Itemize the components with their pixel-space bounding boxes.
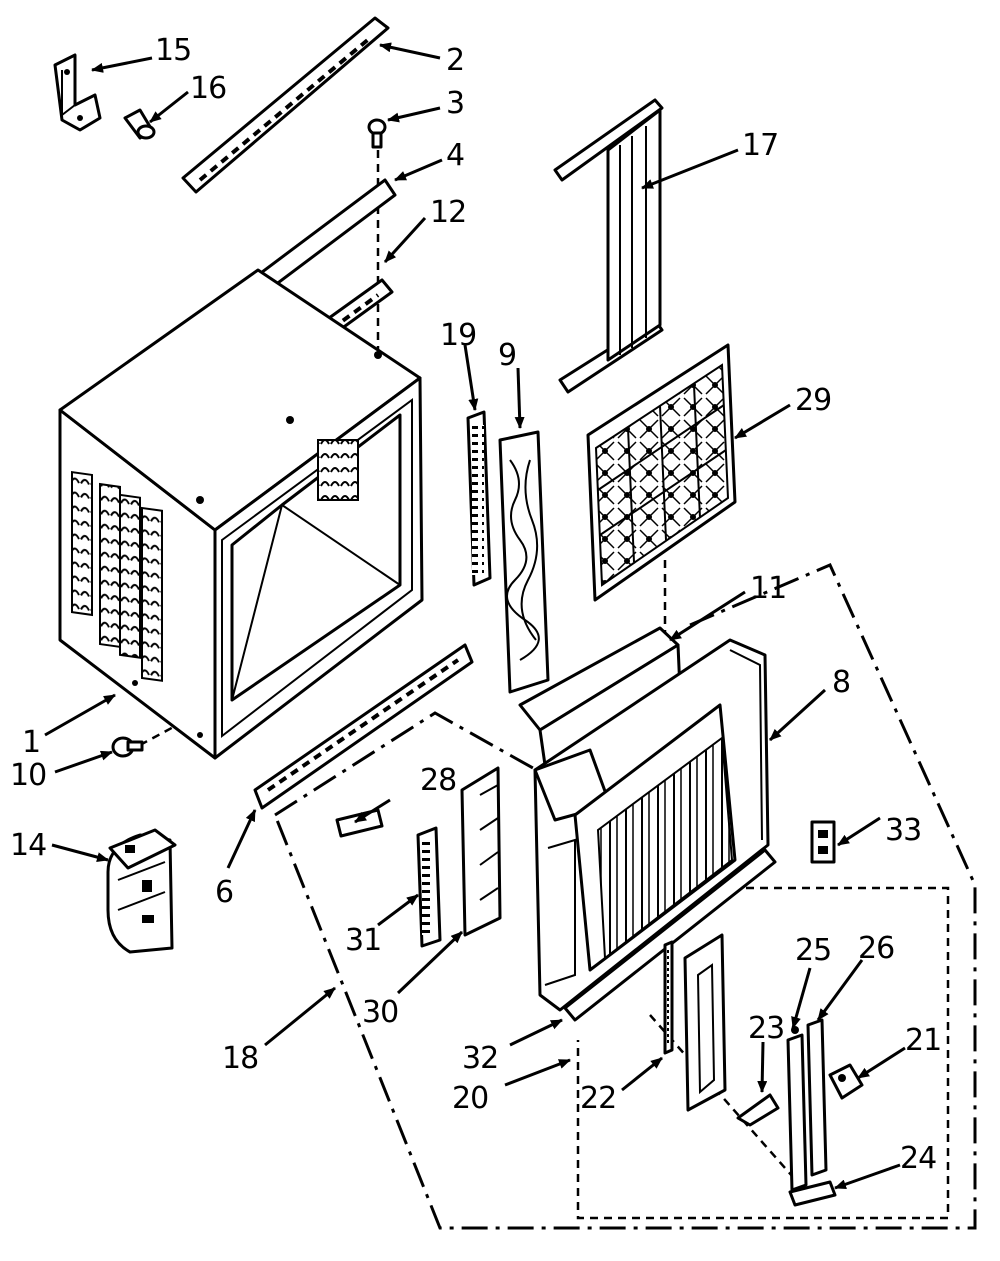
guide-line-24 — [649, 1014, 801, 1186]
callout-18: 18 — [222, 1041, 258, 1076]
part-25-bracket — [786, 1026, 808, 1192]
part-32-bottom-rail — [563, 848, 777, 1022]
callout-8: 8 — [832, 665, 850, 700]
callout-14: 14 — [10, 828, 46, 863]
callout-11: 11 — [750, 571, 786, 606]
callout-21: 21 — [905, 1023, 941, 1058]
callout-6: 6 — [215, 875, 233, 910]
callout-3: 3 — [446, 86, 464, 121]
callout-10: 10 — [10, 758, 46, 793]
part-16-screw — [123, 108, 156, 140]
part-2-top-rail — [181, 16, 390, 194]
callout-1: 1 — [22, 725, 40, 760]
callout-20: 20 — [452, 1081, 488, 1116]
callout-33: 33 — [885, 813, 921, 848]
assembly-outline-inner — [576, 886, 950, 1220]
callout-24: 24 — [900, 1141, 936, 1176]
callout-28: 28 — [420, 763, 456, 798]
part-1-cabinet — [58, 268, 424, 760]
part-30-channel — [460, 766, 502, 937]
part-15-bracket — [53, 53, 102, 132]
callout-26: 26 — [858, 931, 894, 966]
part-22-control-strip — [663, 940, 674, 1055]
leader-lines — [44, 42, 906, 1190]
part-8-front-panel — [533, 638, 770, 1012]
callout-31: 31 — [345, 923, 381, 958]
part-19-seal-strip — [466, 410, 492, 587]
callout-22: 22 — [580, 1081, 616, 1116]
callout-17: 17 — [742, 128, 778, 163]
part-33-clip — [810, 820, 836, 864]
part-26-bracket — [806, 1018, 828, 1177]
part-17-curtain-frame — [553, 98, 664, 394]
callout-16: 16 — [190, 71, 226, 106]
callout-2: 2 — [446, 43, 464, 78]
callout-25: 25 — [795, 933, 831, 968]
assembly-outline-18 — [273, 563, 977, 1230]
callout-32: 32 — [462, 1041, 498, 1076]
part-21-knob — [828, 1063, 864, 1100]
part-6-bottom-rail — [253, 643, 474, 810]
callout-15: 15 — [155, 33, 191, 68]
part-10-screw — [111, 736, 144, 758]
part-9-filter-pad — [498, 430, 550, 694]
callout-29: 29 — [795, 383, 831, 418]
part-11-top-duct — [518, 626, 682, 767]
callout-23: 23 — [748, 1011, 784, 1046]
callout-19: 19 — [440, 318, 476, 353]
part-31-strip — [416, 826, 442, 948]
part-24-screw — [788, 1180, 837, 1207]
callout-12: 12 — [430, 195, 466, 230]
part-3-screw — [367, 118, 387, 149]
callout-4: 4 — [446, 138, 464, 173]
part-28-clip — [335, 808, 384, 838]
callout-30: 30 — [362, 995, 398, 1030]
part-29-front-grille — [586, 343, 737, 602]
part-14-cord-assembly — [106, 828, 177, 954]
part-control-housing — [683, 933, 727, 1112]
part-23-knob — [736, 1093, 780, 1127]
callout-labels: 15 16 2 3 4 12 19 9 17 29 11 8 33 1 10 1… — [10, 33, 942, 1176]
callout-9: 9 — [498, 338, 516, 373]
